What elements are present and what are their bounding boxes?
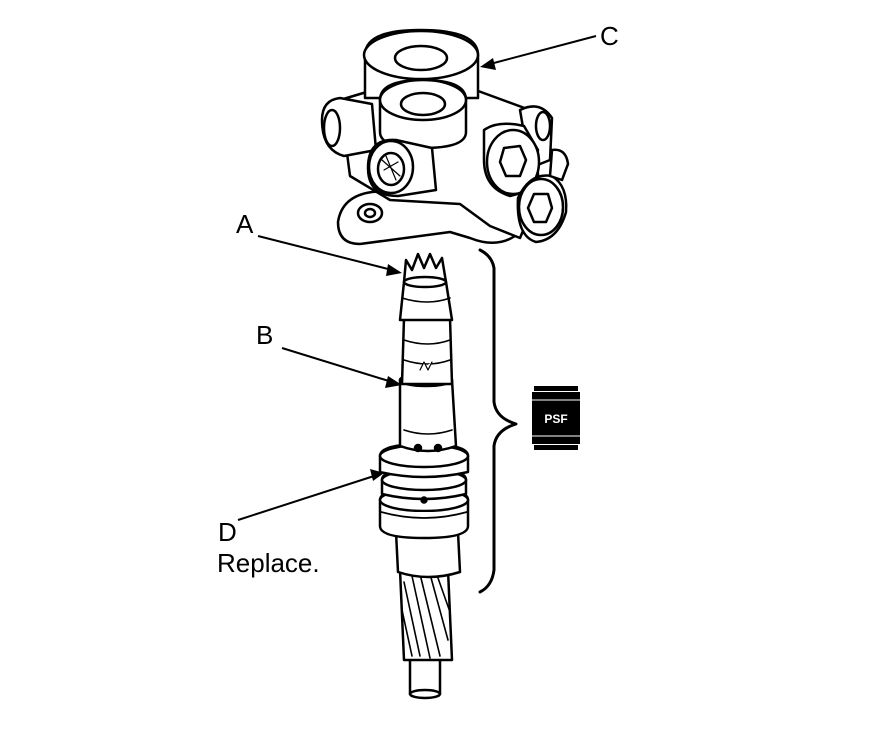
pinion-shaft: [378, 252, 470, 700]
leader-line-d: [237, 469, 384, 521]
leader-line-c: [480, 35, 597, 70]
callout-d: D: [218, 517, 237, 547]
callout-c: C: [600, 21, 619, 51]
fluid-container-icon: PSF: [532, 386, 580, 450]
bracket: [478, 248, 518, 594]
leader-line-b: [281, 347, 402, 388]
psf-symbol-label: PSF: [544, 412, 567, 426]
leader-line-a: [257, 235, 402, 276]
callout-d-note: Replace.: [217, 548, 320, 578]
callout-a: A: [236, 209, 254, 239]
callout-b: B: [256, 320, 273, 350]
seal-rings: [378, 442, 470, 540]
valve-body: [320, 28, 570, 246]
